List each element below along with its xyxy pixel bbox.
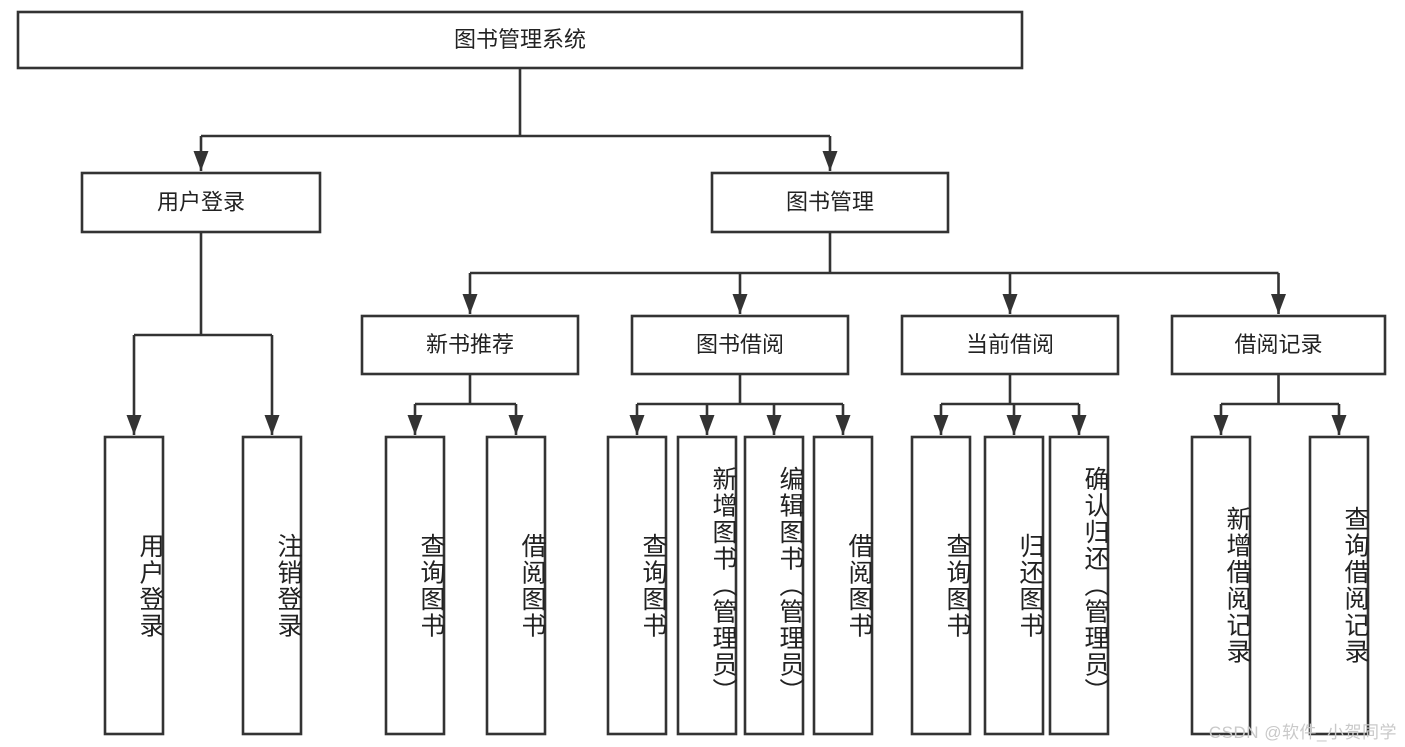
node-boxes [16, 10, 1387, 736]
node-leaf-add-book[interactable] [676, 435, 738, 736]
arrowhead-book-borrow-to-leaf-edit-book [766, 415, 782, 435]
node-root[interactable] [16, 10, 1024, 70]
arrowhead-bookmanage-to-l3-0 [462, 294, 478, 314]
node-leaf-query-book-3[interactable] [910, 435, 972, 736]
node-current-borrow-label: 当前借阅 [966, 332, 1054, 357]
node-root-label: 图书管理系统 [454, 27, 586, 52]
watermark-text: CSDN @软件_小贺同学 [1208, 723, 1397, 742]
node-current-borrow[interactable] [900, 314, 1120, 376]
arrowhead-current-borrow-to-leaf-confirm-return [1071, 415, 1087, 435]
arrowhead-current-borrow-to-leaf-return-book [1006, 415, 1022, 435]
arrowhead-book-borrow-to-leaf-borrow-book-2 [835, 415, 851, 435]
node-leaf-borrow-book-1[interactable] [485, 435, 547, 736]
arrowhead-bookmanage-to-l3-3 [1271, 294, 1286, 314]
arrowhead-book-borrow-to-leaf-add-book [699, 415, 715, 435]
arrowhead-new-book-recommend-to-leaf-query-book-1 [407, 415, 423, 435]
arrowhead-user-login-to-leaf-user-login [126, 415, 142, 435]
arrowhead-current-borrow-to-leaf-query-book-3 [933, 415, 949, 435]
node-user-login[interactable] [80, 171, 322, 234]
node-new-book-recommend-label: 新书推荐 [426, 332, 514, 357]
node-leaf-confirm-return[interactable] [1048, 435, 1110, 736]
arrowhead-root-to-l2-0 [193, 151, 209, 171]
node-leaf-add-record[interactable] [1190, 435, 1252, 736]
node-borrow-record[interactable] [1170, 314, 1387, 376]
node-leaf-borrow-book-2[interactable] [812, 435, 874, 736]
node-book-manage-label: 图书管理 [786, 189, 874, 214]
arrowhead-borrow-record-to-leaf-query-record [1331, 415, 1347, 435]
arrowhead-root-to-l2-1 [822, 151, 838, 171]
node-book-borrow[interactable] [630, 314, 850, 376]
arrowhead-borrow-record-to-leaf-add-record [1213, 415, 1229, 435]
node-leaf-edit-book[interactable] [743, 435, 805, 736]
node-leaf-query-book-1[interactable] [384, 435, 446, 736]
node-book-borrow-label: 图书借阅 [696, 332, 784, 357]
arrowhead-user-login-to-leaf-logout [264, 415, 280, 435]
arrowhead-bookmanage-to-l3-1 [732, 294, 748, 314]
node-user-login-label: 用户登录 [157, 189, 245, 214]
node-borrow-record-label: 借阅记录 [1234, 332, 1322, 357]
arrowhead-book-borrow-to-leaf-query-book-2 [629, 415, 645, 435]
arrowhead-new-book-recommend-to-leaf-borrow-book-1 [508, 415, 524, 435]
connector-edges [126, 68, 1347, 435]
node-leaf-return-book[interactable] [983, 435, 1045, 736]
node-leaf-query-book-2[interactable] [606, 435, 668, 736]
node-new-book-recommend[interactable] [360, 314, 580, 376]
node-leaf-query-record[interactable] [1308, 435, 1370, 736]
node-leaf-user-login[interactable] [103, 435, 165, 736]
node-book-manage[interactable] [710, 171, 950, 234]
arrowhead-bookmanage-to-l3-2 [1002, 294, 1018, 314]
node-leaf-logout[interactable] [241, 435, 303, 736]
